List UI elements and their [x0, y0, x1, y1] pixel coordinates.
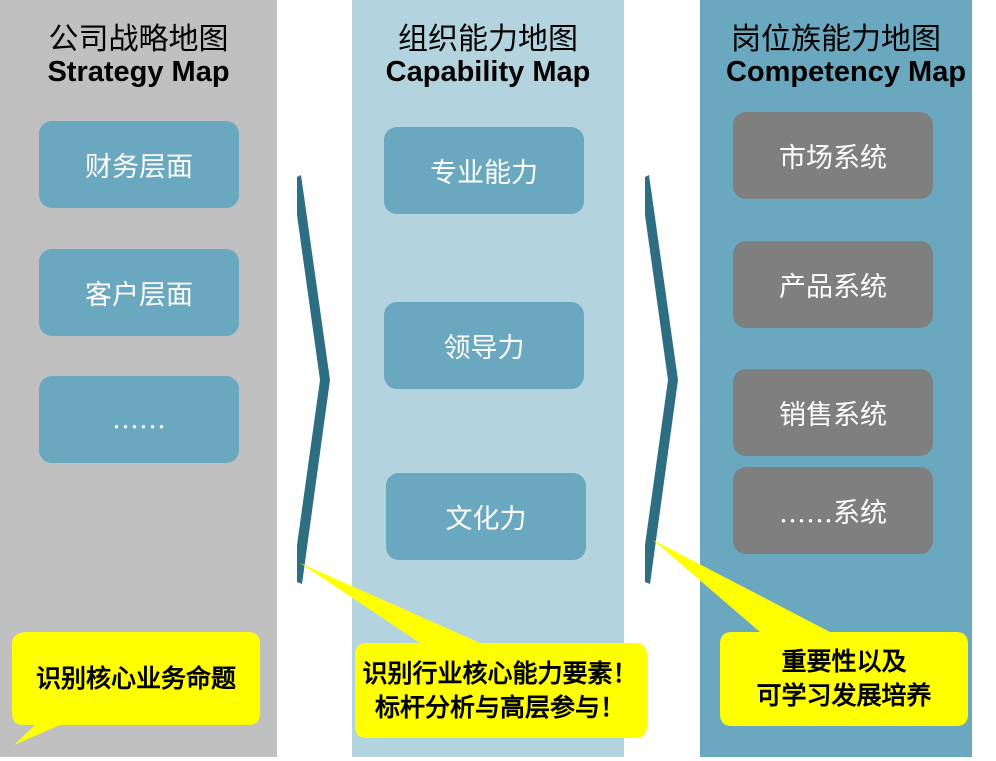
capability-item: 领导力 — [384, 302, 584, 389]
callout-line: 重要性以及 — [781, 647, 907, 676]
callout-text-left: 识别核心业务命题 — [12, 632, 260, 725]
callout-bubble-middle — [300, 563, 647, 738]
capability-item: 专业能力 — [384, 127, 584, 214]
callout-bubble-left — [12, 632, 260, 745]
column-title-zh: 组织能力地图 — [398, 22, 578, 57]
capability-item: 文化力 — [386, 473, 586, 560]
competency-item: ……系统 — [733, 467, 933, 554]
column-title-en: Capability Map — [385, 56, 591, 88]
column-title-en: Strategy Map — [47, 56, 230, 88]
column-title-en: Competency Map — [725, 56, 967, 88]
callout-text-right: 重要性以及 可学习发展培养 — [720, 632, 968, 726]
competency-item: 市场系统 — [733, 112, 933, 199]
strategy-item: 客户层面 — [39, 249, 239, 336]
callout-line: 识别核心业务命题 — [35, 663, 236, 693]
callout-line: 标杆分析与高层参与！ — [374, 692, 625, 722]
callout-bubble-right — [653, 540, 968, 726]
chevron-right-icon — [297, 175, 330, 584]
callout-text-middle: 识别行业核心能力要素！ 标杆分析与高层参与！ — [335, 643, 665, 738]
callout-line: 识别行业核心能力要素！ — [362, 658, 638, 688]
strategy-item: 财务层面 — [39, 121, 239, 208]
chevron-right-icon — [645, 175, 678, 584]
competency-item: 销售系统 — [733, 369, 933, 456]
column-title-zh: 公司战略地图 — [48, 22, 229, 57]
column-title-zh: 岗位族能力地图 — [731, 22, 941, 57]
competency-item: 产品系统 — [733, 241, 933, 328]
callout-line: 可学习发展培养 — [756, 681, 932, 710]
strategy-item: …… — [39, 376, 239, 463]
